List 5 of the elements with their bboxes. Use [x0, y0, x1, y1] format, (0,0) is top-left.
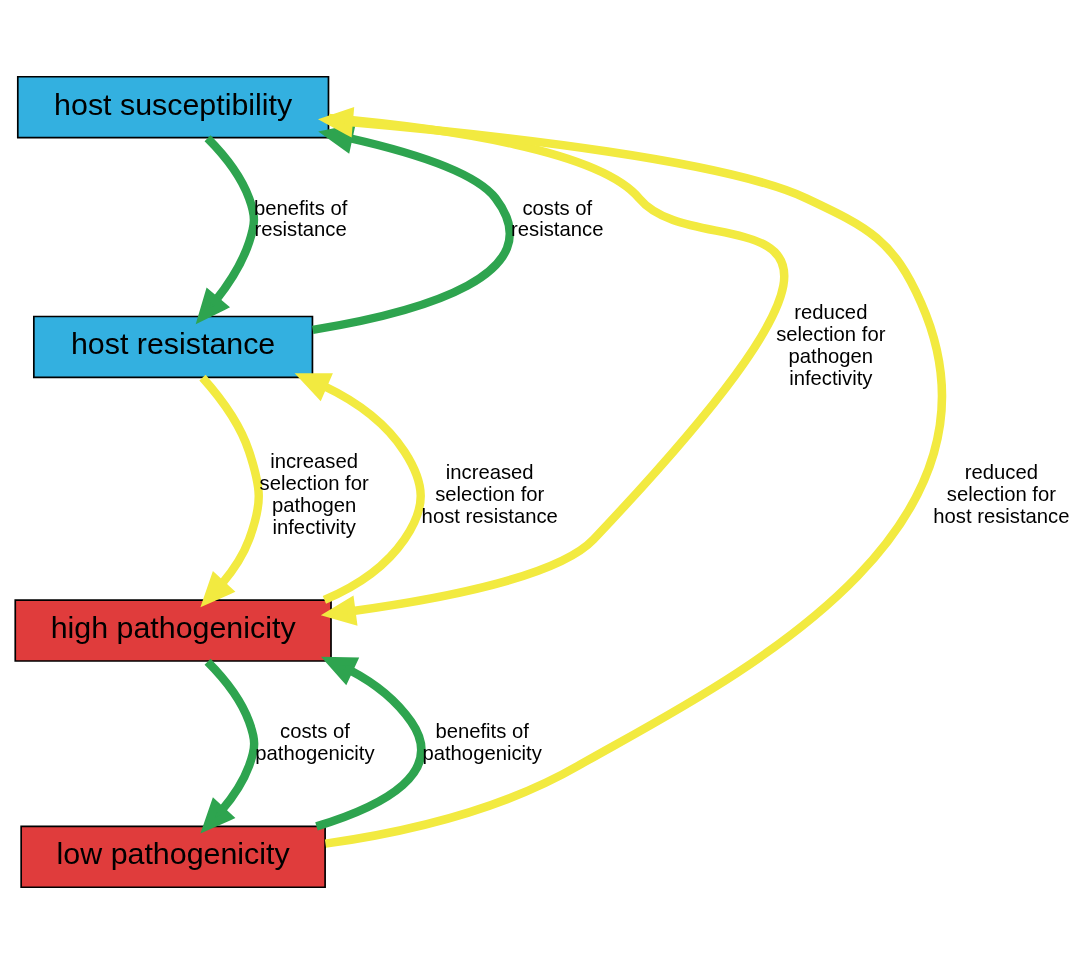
edge-label: costs of pathogenicity: [255, 719, 375, 764]
edge-label: benefits of resistance: [253, 196, 348, 241]
edge-label: reduced selection for pathogen infectivity: [776, 301, 886, 390]
edge-label: increased selection for host resistance: [421, 460, 558, 527]
edge-label: reduced selection for host resistance: [933, 460, 1070, 527]
